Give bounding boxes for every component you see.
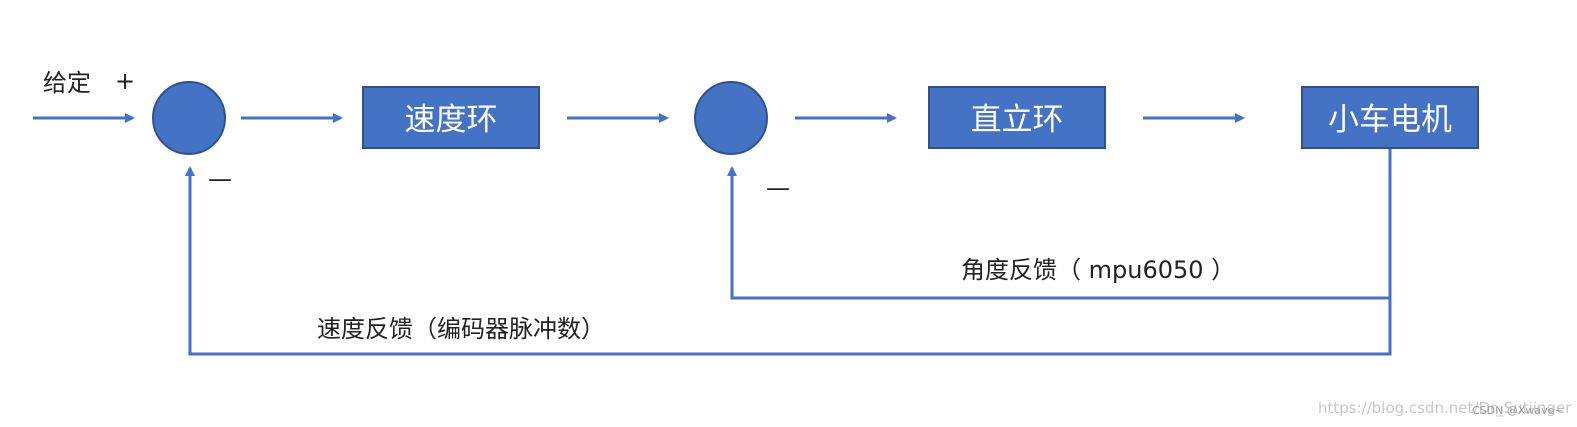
motor-block [1301,86,1479,149]
watermark-url: https://blog.csdn.net/Dr_Sutiinger [1318,399,1572,418]
speed-feedback-label: 速度反馈（编码器脉冲数） [317,315,605,343]
speed-feedback-path [185,166,1392,356]
speed-loop-label: 速度环 [405,102,498,138]
watermark-credit: CSDN @Xwave~ [1472,404,1564,417]
upright-loop-block [928,86,1106,149]
speed-loop-block [362,86,540,149]
minus-sign-1: — [208,165,232,193]
angle-feedback-label: 角度反馈（ mpu6050 ） [961,256,1235,284]
motor-label: 小车电机 [1328,102,1452,138]
upright-loop-label: 直立环 [971,102,1064,138]
setpoint-label: 给定 [43,69,91,97]
summing-junction-2 [694,81,768,155]
plus-sign: + [115,67,135,95]
summing-junction-1 [152,81,226,155]
minus-sign-2: — [766,174,790,202]
angle-feedback-path [727,149,1392,300]
